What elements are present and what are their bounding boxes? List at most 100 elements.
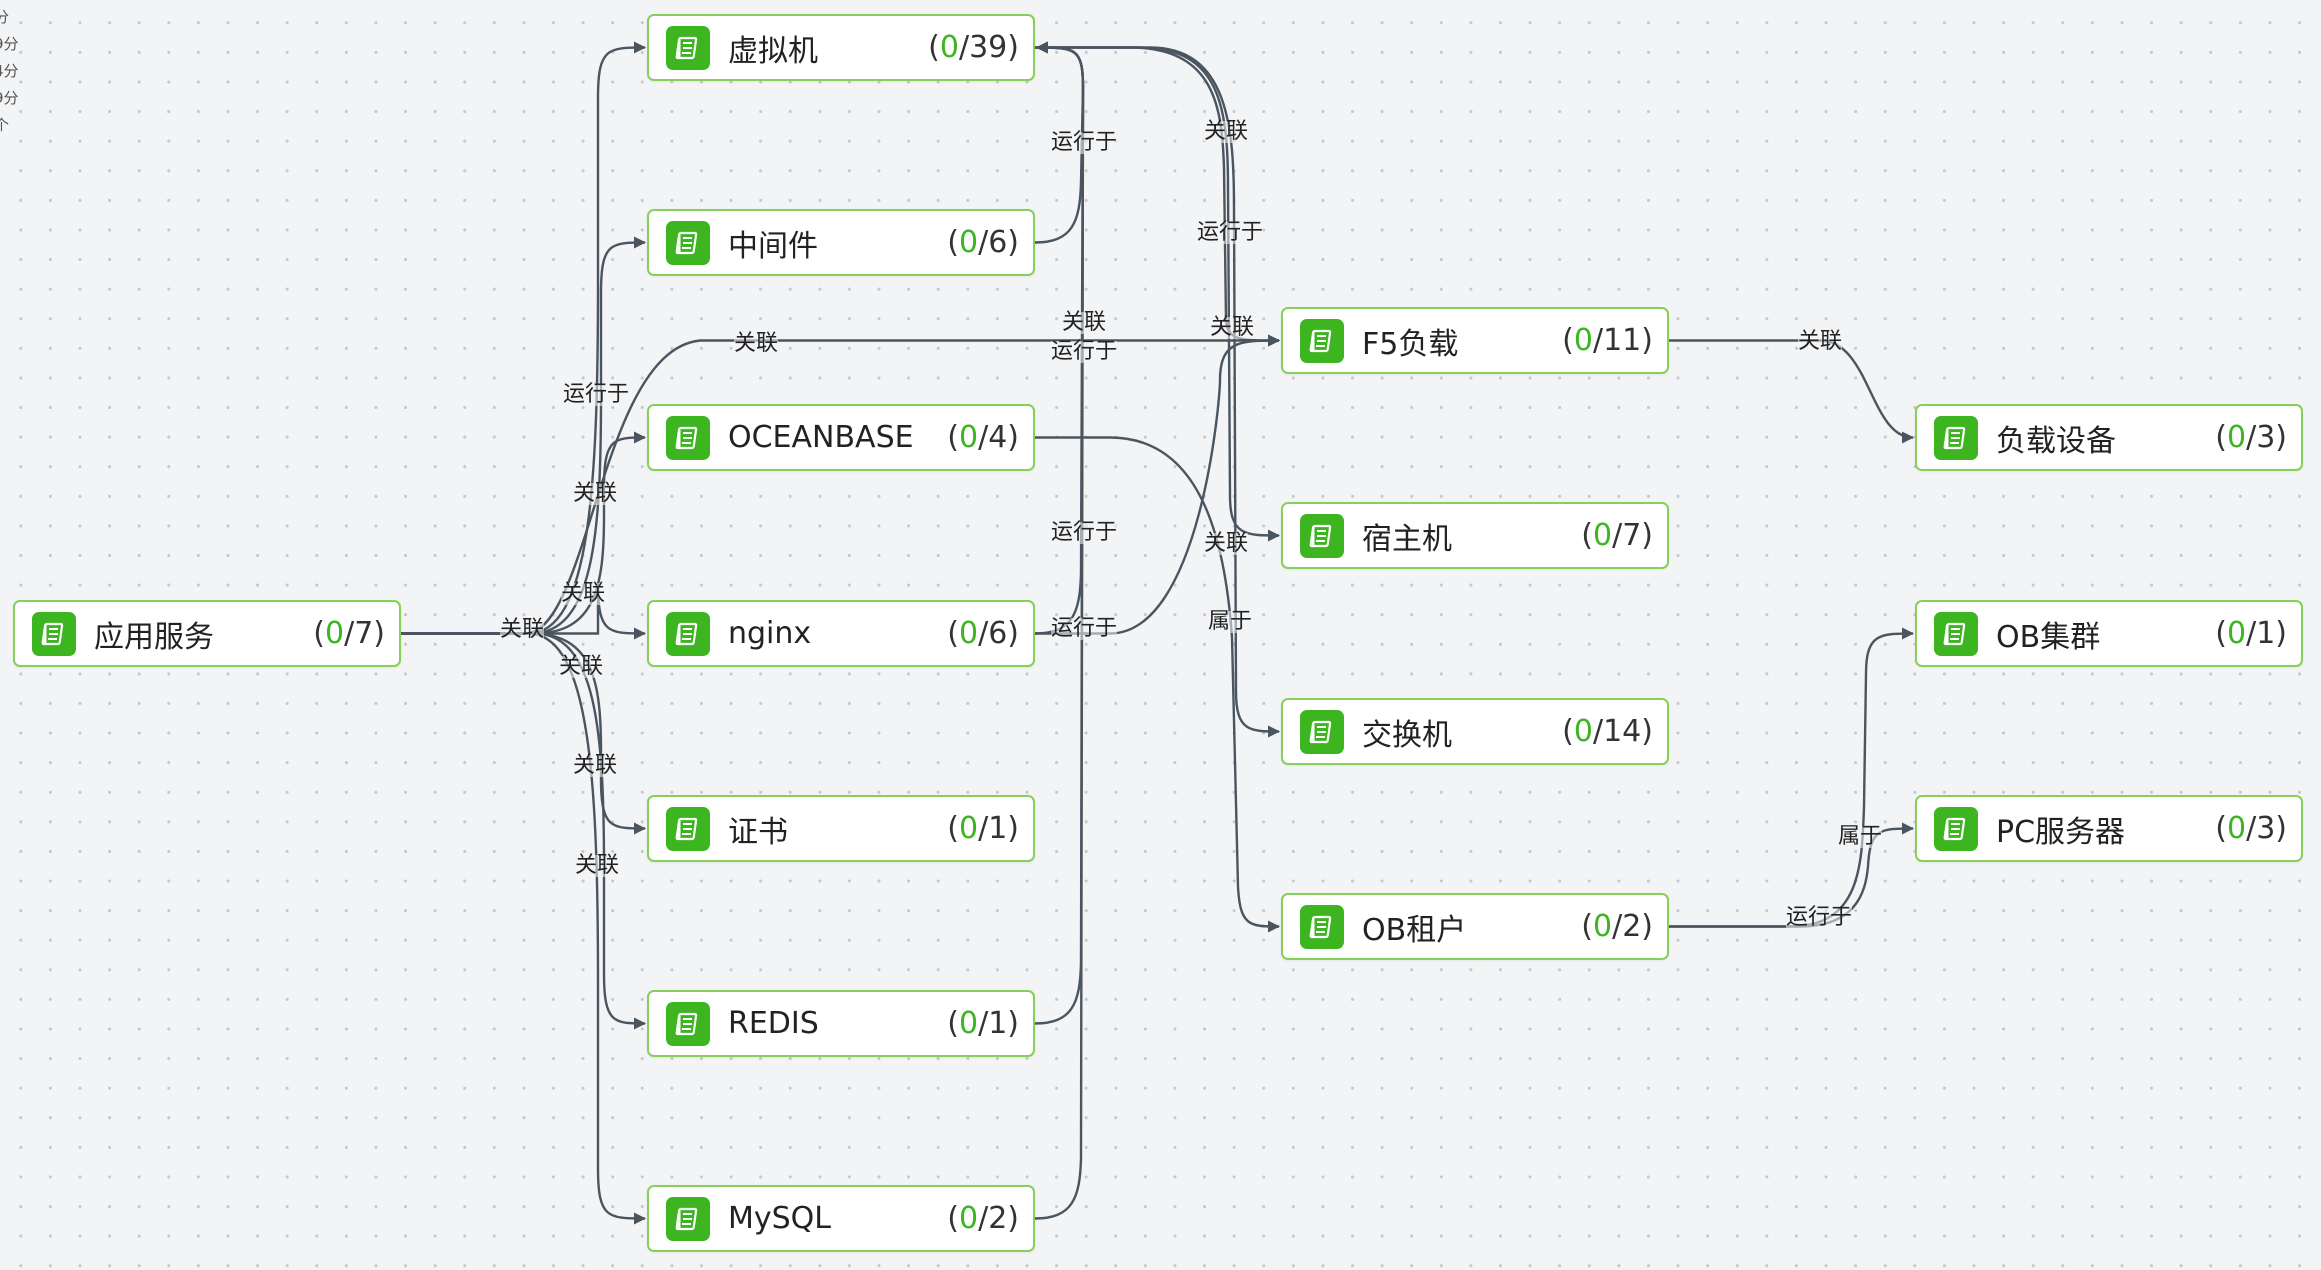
node-label: 中间件	[728, 228, 818, 264]
node-count: (0/1)	[2215, 616, 2287, 651]
side-note: 个	[0, 116, 10, 134]
node-count: (0/3)	[2215, 811, 2287, 846]
edge-label: 运行于	[1050, 339, 1118, 364]
node-count: (0/2)	[1581, 909, 1653, 944]
node-count-total: 6	[988, 616, 1008, 651]
node-label: OCEANBASE	[728, 420, 914, 455]
node-label: 宿主机	[1362, 521, 1452, 557]
node-count-current: 0	[958, 420, 979, 455]
node-label: 虚拟机	[728, 33, 818, 69]
node-count-current: 0	[1592, 518, 1613, 553]
node-count-current: 0	[2226, 616, 2247, 651]
node-count-current: 0	[958, 616, 979, 651]
edge-label: 关联	[572, 753, 618, 778]
node-mysql[interactable]: MySQL(0/2)	[647, 1185, 1035, 1252]
server-icon	[666, 25, 710, 70]
edge-label: 关联	[560, 581, 606, 606]
node-f5[interactable]: F5负载 (0/11)	[1281, 307, 1669, 374]
node-lbdev[interactable]: 负载设备(0/3)	[1915, 404, 2303, 471]
node-label: 证书	[728, 814, 788, 850]
node-count: (0/7)	[313, 616, 385, 651]
edge-label: 关联	[1203, 119, 1249, 144]
node-count-total: 7	[354, 616, 374, 651]
node-pcserver[interactable]: PC服务器 (0/3)	[1915, 795, 2303, 862]
node-count-total: 39	[969, 30, 1008, 65]
node-count: (0/3)	[2215, 420, 2287, 455]
edge-vm-switch	[1035, 46, 1280, 738]
node-count-total: 3	[2256, 811, 2276, 846]
server-icon	[666, 1196, 710, 1241]
node-count: (0/1)	[947, 1006, 1019, 1041]
edge-app-nginx	[401, 583, 646, 640]
edge-label: 关联	[574, 853, 620, 878]
edge-label: 关联	[1061, 310, 1107, 335]
node-label: OB租户	[1362, 912, 1467, 948]
node-redis[interactable]: REDIS (0/1)	[647, 990, 1035, 1057]
node-mw[interactable]: 中间件(0/6)	[647, 209, 1035, 276]
server-icon	[666, 415, 710, 460]
edge-label: 运行于	[1196, 220, 1264, 245]
node-count-current: 0	[324, 616, 345, 651]
node-count-current: 0	[958, 1006, 979, 1041]
node-switch[interactable]: 交换机 (0/14)	[1281, 698, 1669, 765]
server-icon	[666, 611, 710, 656]
side-note: 分	[0, 8, 10, 26]
node-count: (0/1)	[947, 811, 1019, 846]
edge-label: 关联	[1203, 531, 1249, 556]
node-count: (0/14)	[1562, 714, 1653, 749]
edge-label: 属于	[1207, 609, 1253, 634]
node-vm[interactable]: 虚拟机 (0/39)	[647, 14, 1035, 81]
edge-app-redis	[401, 632, 646, 1030]
node-ob[interactable]: OCEANBASE(0/4)	[647, 404, 1035, 471]
node-label: REDIS	[728, 1006, 819, 1041]
node-count-total: 7	[1622, 518, 1642, 553]
edge-label: 关联	[572, 481, 618, 506]
edge-tenant-obcluster	[1669, 627, 1914, 928]
edge-label: 关联	[1797, 329, 1843, 354]
server-icon	[32, 611, 76, 656]
node-label: F5负载	[1362, 326, 1459, 362]
server-icon	[666, 220, 710, 265]
node-count-current: 0	[958, 225, 979, 260]
node-count-current: 0	[939, 30, 959, 65]
node-label: 应用服务	[94, 619, 214, 655]
node-count-total: 1	[988, 1006, 1008, 1041]
node-app[interactable]: 应用服务 (0/7)	[13, 600, 401, 667]
node-count-total: 4	[988, 420, 1008, 455]
node-tenant[interactable]: OB租户 (0/2)	[1281, 893, 1669, 960]
edge-vm-f5	[1035, 46, 1280, 347]
node-count: (0/2)	[947, 1201, 1019, 1236]
node-cert[interactable]: 证书 (0/1)	[647, 795, 1035, 862]
edge-app-mysql	[401, 632, 646, 1225]
edge-app-vm	[401, 41, 646, 635]
edge-label: 关联	[733, 331, 779, 356]
server-icon	[1934, 415, 1978, 460]
node-label: nginx	[728, 616, 812, 651]
server-icon	[666, 1001, 710, 1046]
node-count-total: 2	[988, 1201, 1008, 1236]
edge-app-f5	[401, 334, 1280, 635]
node-nginx[interactable]: nginx(0/6)	[647, 600, 1035, 667]
node-obcluster[interactable]: OB集群(0/1)	[1915, 600, 2303, 667]
edge-app-cert	[401, 632, 646, 835]
edge-ob-tenant	[1035, 436, 1280, 933]
node-count-current: 0	[1573, 323, 1593, 358]
node-count-total: 2	[1622, 909, 1642, 944]
edge-app-mw	[401, 236, 646, 635]
node-count-total: 6	[988, 225, 1008, 260]
side-notes: 分9分4分9分个	[0, 4, 19, 139]
server-icon	[666, 806, 710, 851]
side-note: 9分	[0, 35, 19, 53]
node-label: 交换机	[1362, 717, 1452, 753]
edge-nginx-f5	[1035, 334, 1280, 635]
node-count: (0/11)	[1562, 323, 1653, 358]
node-label: PC服务器	[1996, 814, 2126, 850]
edge-vm-host	[1035, 46, 1280, 542]
edge-f5-lbdev	[1669, 339, 1914, 444]
node-host[interactable]: 宿主机(0/7)	[1281, 502, 1669, 569]
node-count-total: 3	[2256, 420, 2276, 455]
edge-label: 关联	[558, 654, 604, 679]
node-count: (0/39)	[928, 30, 1019, 65]
server-icon	[1934, 611, 1978, 656]
node-count-total: 11	[1603, 323, 1642, 358]
